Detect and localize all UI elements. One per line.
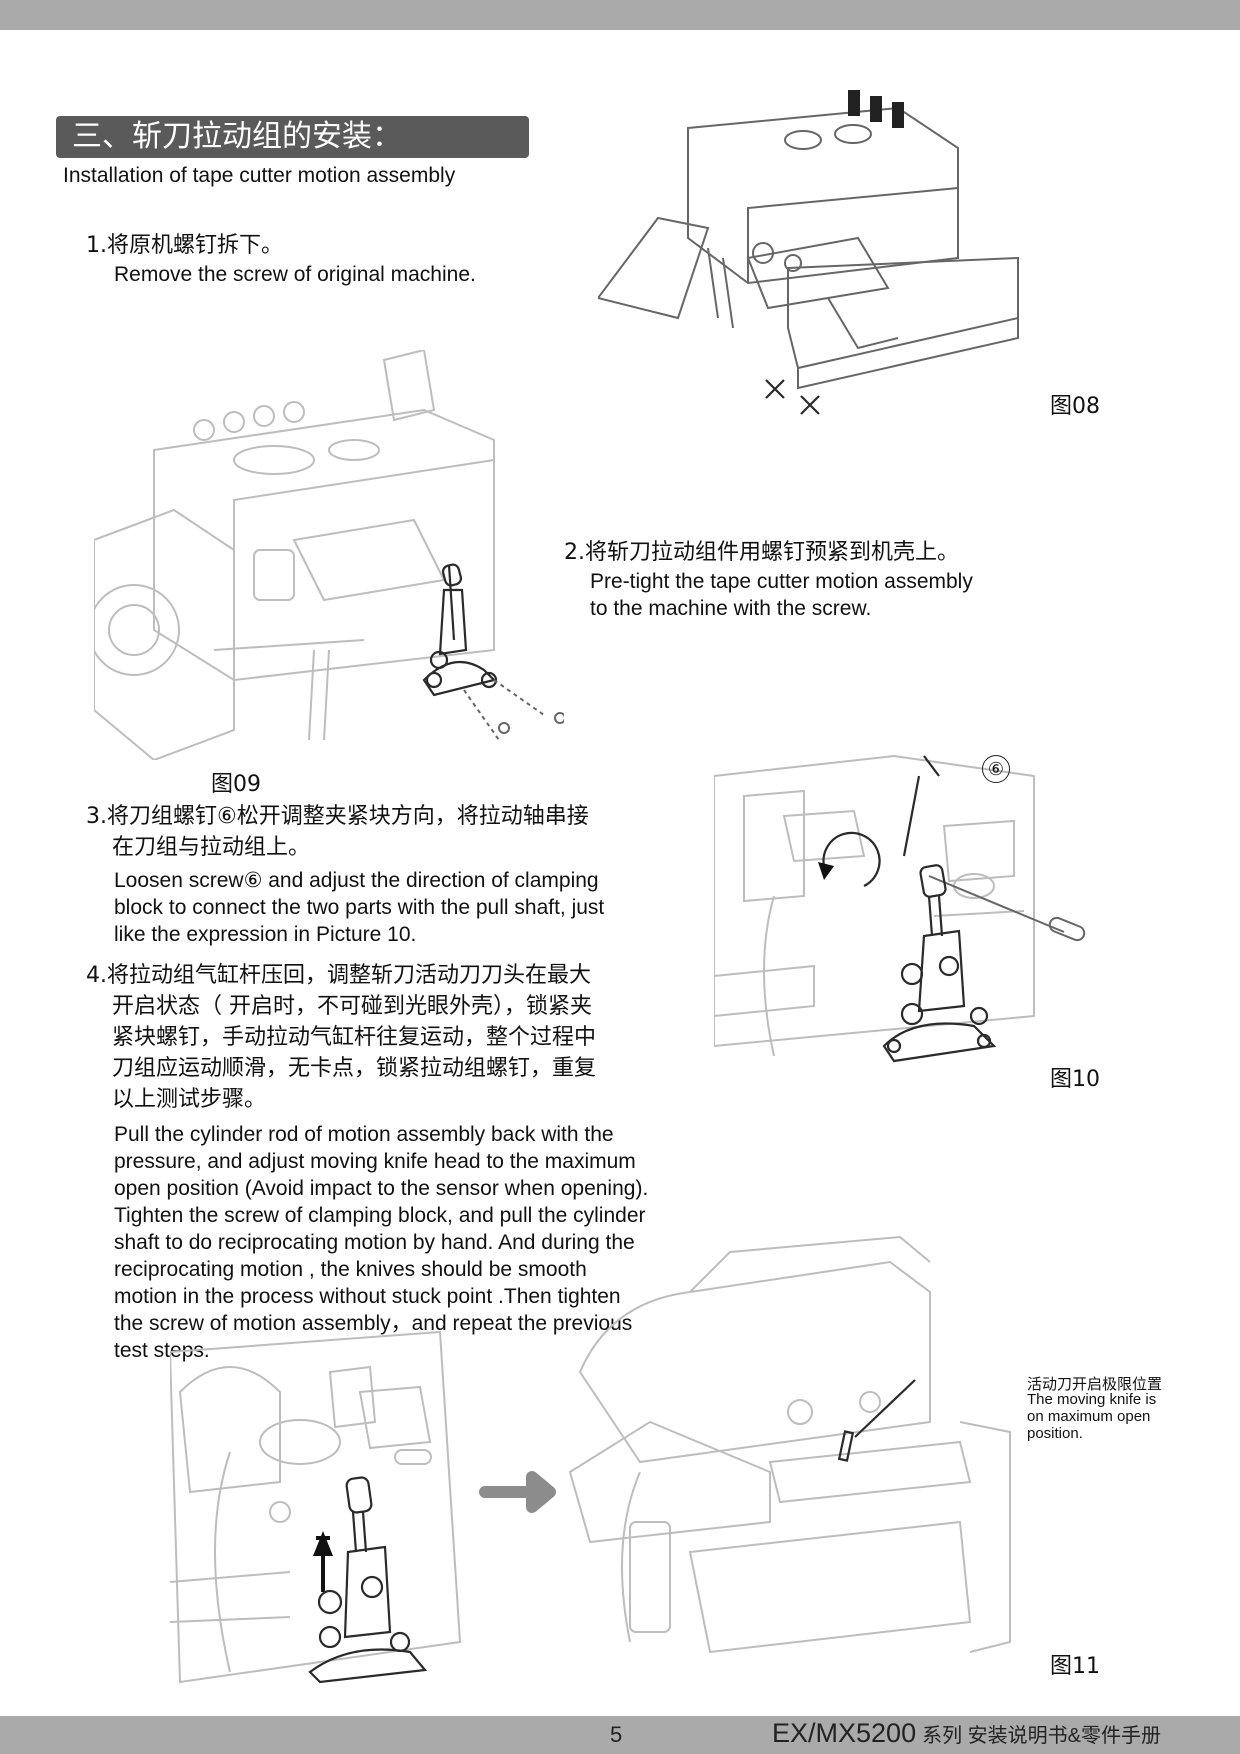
step-1: 1.将原机螺钉拆下。 Remove the screw of original …: [86, 230, 476, 288]
bottom-bar: [0, 1716, 1240, 1754]
step-3-en-line-2: block to connect the two parts with the …: [114, 896, 605, 919]
step-4-en-line-9: test steps.: [114, 1339, 210, 1362]
callout-en: The moving knife is on maximum open posi…: [1027, 1391, 1156, 1442]
section-heading: 三、斩刀拉动组的安装：: [56, 116, 529, 158]
step-4-en-line-4: Tighten the screw of clamping block, and…: [114, 1204, 646, 1227]
footer-subtitle: 系列 安装说明书&零件手册: [922, 1725, 1161, 1747]
figure-11-illustration: [170, 1235, 1011, 1684]
step-3: 3.将刀组螺钉⑥松开调整夹紧块方向，将拉动轴串接 在刀组与拉动组上。 Loose…: [86, 801, 604, 948]
figure-10-label: 图10: [1050, 1067, 1100, 1092]
step-4-cn-line-2: 开启状态（ 开启时，不可碰到光眼外壳），锁紧夹: [112, 994, 592, 1019]
figure-11-label: 图11: [1050, 1654, 1100, 1679]
callout-cn: 活动刀开启极限位置: [1027, 1375, 1163, 1393]
step-4-cn-line-3: 紧块螺钉，手动拉动气缸杆往复运动，整个过程中: [112, 1025, 597, 1050]
figure-08-label: 图08: [1050, 394, 1100, 419]
callout-en-line-2: on maximum open: [1027, 1408, 1151, 1425]
step-4-cn-line-4: 刀组应运动顺滑，无卡点，锁紧拉动组螺钉，重复: [112, 1056, 597, 1081]
section-subtitle: Installation of tape cutter motion assem…: [63, 164, 456, 187]
step-2-en-line-1: Pre-tight the tape cutter motion assembl…: [590, 570, 973, 593]
step-4-en-line-7: motion in the process without stuck poin…: [114, 1285, 621, 1308]
step-4-en-line-2: pressure, and adjust moving knife head t…: [114, 1150, 636, 1173]
figure-10-illustration: [714, 754, 1086, 1063]
step-4-cn-line-5: 以上测试步骤。: [112, 1087, 267, 1112]
callout-en-line-3: position.: [1027, 1425, 1083, 1442]
step-3-cn-line-2: 在刀组与拉动组上。: [112, 835, 311, 860]
step-1-cn-line: 1.将原机螺钉拆下。: [86, 233, 283, 258]
step-1-en-line: Remove the screw of original machine.: [114, 263, 476, 286]
screw-6-marker: ⑥: [982, 755, 1010, 783]
callout-en-line-1: The moving knife is: [1027, 1391, 1157, 1408]
step-4-en-line-1: Pull the cylinder rod of motion assembly…: [114, 1123, 614, 1146]
page-number: 5: [610, 1722, 623, 1747]
step-4-en-line-3: open position (Avoid impact to the senso…: [114, 1177, 649, 1200]
step-3-en-line-3: like the expression in Picture 10.: [114, 923, 417, 946]
step-2-en-line-2: to the machine with the screw.: [590, 597, 872, 620]
step-3-en-line-1: Loosen screw⑥ and adjust the direction o…: [114, 869, 599, 892]
step-4-en-line-8: the screw of motion assembly，and repeat …: [114, 1312, 633, 1335]
figure-08-illustration: [598, 90, 1019, 415]
step-2-cn-line: 2.将斩刀拉动组件用螺钉预紧到机壳上。: [564, 540, 959, 565]
step-3-cn-line-1: 3.将刀组螺钉⑥松开调整夹紧块方向，将拉动轴串接: [86, 804, 589, 829]
figure-09-illustration: [94, 350, 564, 760]
figure-09-label: 图09: [211, 772, 261, 797]
step-4-cn-line-1: 4.将拉动组气缸杆压回，调整斩刀活动刀刀头在最大: [86, 963, 591, 988]
step-4-en-line-5: shaft to do reciprocating motion by hand…: [114, 1231, 635, 1254]
step-4-en-line-6: reciprocating motion , the knives should…: [114, 1258, 587, 1281]
footer-model: EX/MX5200: [772, 1718, 917, 1748]
step-4: 4.将拉动组气缸杆压回，调整斩刀活动刀刀头在最大 开启状态（ 开启时，不可碰到光…: [86, 960, 648, 1364]
top-bar: [0, 0, 1240, 30]
step-2: 2.将斩刀拉动组件用螺钉预紧到机壳上。 Pre-tight the tape c…: [564, 537, 973, 622]
